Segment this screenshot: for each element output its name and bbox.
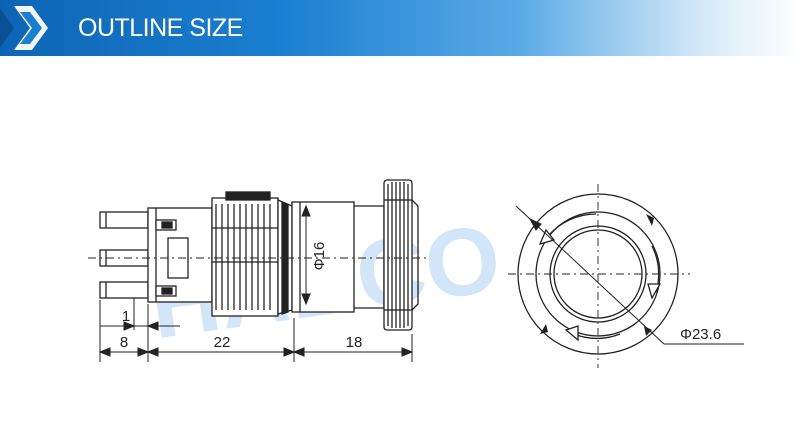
head-length-label: 18 [346, 334, 363, 351]
rear-base [147, 207, 213, 303]
knurled-head [383, 179, 419, 331]
head-diameter-label: Φ23.6 [680, 326, 721, 343]
rotate-arrow-top [547, 213, 597, 237]
header-banner: OUTLINE SIZE [0, 0, 800, 56]
side-view [99, 179, 419, 331]
collar [277, 199, 293, 315]
body-length-label: 22 [214, 334, 231, 351]
head-diameter-leader [515, 205, 744, 345]
outline-drawing: HABCO [88, 179, 744, 368]
terminal-length-label: 8 [120, 334, 128, 351]
shank-diameter-dimension [301, 204, 311, 306]
diamond-logo-icon [0, 6, 48, 50]
page-title: OUTLINE SIZE [78, 14, 243, 42]
pin-width-label: 1 [122, 308, 130, 325]
terminal-pins [99, 211, 149, 299]
shank-diameter-label: Φ16 [311, 242, 328, 271]
banner-background [0, 0, 800, 56]
ribbed-body [211, 191, 279, 317]
length-dimensions [98, 298, 414, 362]
